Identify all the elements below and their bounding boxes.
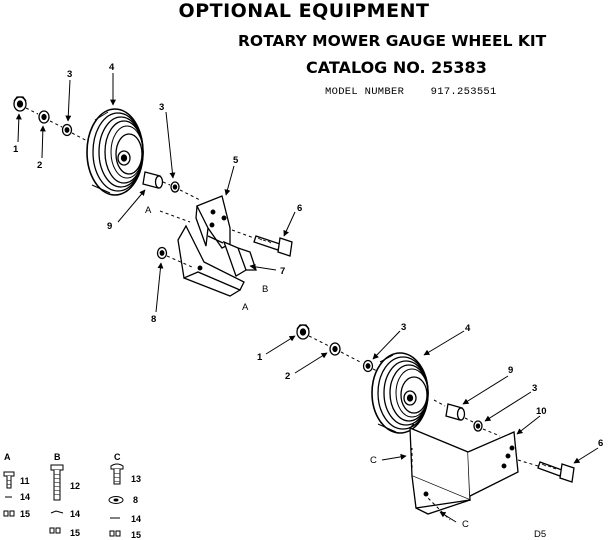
part-2-washer xyxy=(38,110,50,124)
part-5-bracket xyxy=(195,195,231,249)
callout-5-top: 5 xyxy=(233,155,239,166)
part-6-bolt xyxy=(253,235,293,257)
legend-a-item-11: 11 xyxy=(20,476,30,486)
callout-3-bottom-inner: 3 xyxy=(532,383,537,394)
drawing-code: D5 xyxy=(534,529,546,540)
part-3-washer xyxy=(61,123,73,137)
callout-2-top: 2 xyxy=(37,160,42,171)
legend-c-item-8: 8 xyxy=(133,495,138,505)
legend-c-item-13: 13 xyxy=(131,474,141,484)
legend-letter-c: C xyxy=(114,452,121,462)
bottom-assembly xyxy=(265,324,599,523)
callout-8-top: 8 xyxy=(151,314,156,325)
callout-1-top: 1 xyxy=(13,144,19,155)
callout-6-bottom: 6 xyxy=(598,438,603,449)
page-subtitle: ROTARY MOWER GAUGE WHEEL KIT xyxy=(238,32,547,50)
legend-group-a: A 11 14 15 xyxy=(3,452,30,519)
part-8-washer xyxy=(156,246,168,260)
part-6-bolt-bottom xyxy=(537,461,575,483)
legend-group-b: B 12 14 15 xyxy=(49,452,80,538)
part-3-washer-inner xyxy=(170,181,180,193)
part-10-bracket xyxy=(409,423,519,515)
legend-b-item-14: 14 xyxy=(70,509,80,519)
legend-a-item-14: 14 xyxy=(20,492,30,502)
callout-3-bottom: 3 xyxy=(401,322,406,333)
part-3-washer-bottom-inner xyxy=(473,420,483,432)
callout-4-bottom: 4 xyxy=(465,323,471,334)
part-7-strap xyxy=(222,240,257,277)
callout-4-top: 4 xyxy=(109,62,115,73)
part-4-wheel-bottom xyxy=(371,352,429,434)
callout-2-bottom: 2 xyxy=(285,371,290,382)
callout-10-bottom: 10 xyxy=(536,406,547,417)
callout-3-top-inner: 3 xyxy=(159,102,164,113)
part-1-nut-bottom xyxy=(296,324,310,340)
ref-label-a-top: A xyxy=(145,205,152,216)
part-4-wheel xyxy=(86,108,144,196)
legend-letter-b: B xyxy=(54,452,61,462)
ref-label-c-bottom: C xyxy=(462,519,469,530)
part-9-spacer-bottom xyxy=(445,403,466,421)
part-2-washer-bottom xyxy=(329,342,341,356)
top-callouts: 1 2 3 4 3 5 9 6 7 8 A B A xyxy=(13,62,302,325)
model-number: MODEL NUMBER 917.253551 xyxy=(325,86,497,98)
part-1-nut xyxy=(13,96,27,112)
legend-letter-a: A xyxy=(4,452,11,462)
legend-c-item-15: 15 xyxy=(131,530,141,540)
ref-label-b-top: B xyxy=(262,284,268,295)
callout-1-bottom: 1 xyxy=(257,352,263,363)
part-lower-plate xyxy=(177,224,245,297)
part-3-washer-bottom xyxy=(362,359,374,373)
catalog-number: CATALOG NO. 25383 xyxy=(306,58,487,77)
hardware-legend: A 11 14 15 B xyxy=(3,452,141,540)
top-assembly xyxy=(13,73,296,313)
legend-group-c: C 13 8 14 15 xyxy=(108,452,141,540)
bottom-callouts: 1 2 3 4 9 3 10 6 C C xyxy=(257,322,603,530)
page-title: OPTIONAL EQUIPMENT xyxy=(178,0,430,22)
legend-b-item-12: 12 xyxy=(70,481,80,491)
callout-6-top: 6 xyxy=(297,203,302,214)
legend-c-item-14: 14 xyxy=(131,514,141,524)
callout-9-bottom: 9 xyxy=(508,365,513,376)
ref-label-c-left: C xyxy=(370,455,377,466)
part-9-spacer xyxy=(142,171,164,189)
legend-b-item-15: 15 xyxy=(70,528,80,538)
callout-7-top: 7 xyxy=(280,266,285,277)
callout-9-top: 9 xyxy=(107,221,112,232)
legend-a-item-15: 15 xyxy=(20,509,30,519)
callout-3-top: 3 xyxy=(67,69,72,80)
ref-label-a-top-lower: A xyxy=(242,302,249,313)
